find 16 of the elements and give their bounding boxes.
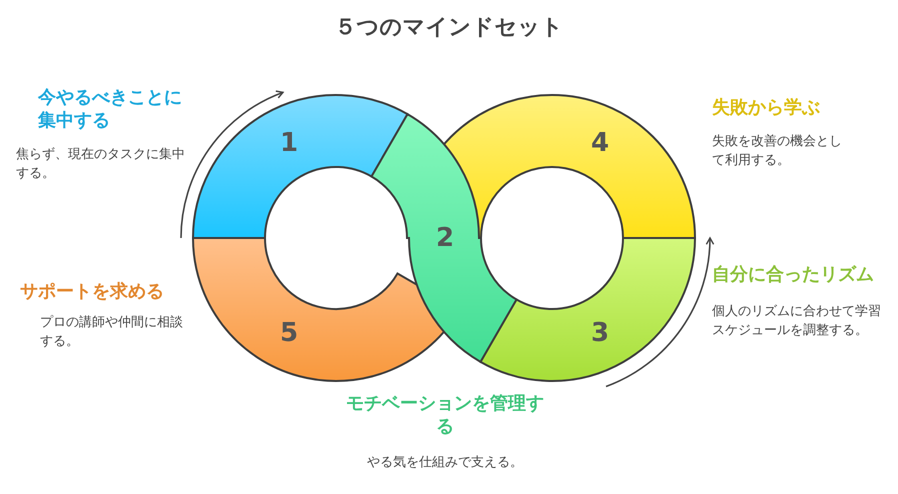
step-description: 失敗を改善の機会として利用する。 [712,133,843,170]
step-description: プロの講師や仲間に相談する。 [40,314,184,351]
step-heading: モチベーションを管理する [345,392,545,439]
step-description: 個人のリズムに合わせて学習スケジュールを調整する。 [712,303,882,340]
step-number: 1 [280,130,298,156]
step-number: 4 [590,130,610,156]
step-description: やる気を仕組みで支える。 [366,454,524,472]
step-description: 焦らず、現在のタスクに集中する。 [16,146,186,183]
step-number: 3 [590,320,610,346]
step-heading: 自分に合ったリズム [712,263,875,286]
step-number: 2 [436,225,454,251]
step-number: 5 [280,320,298,346]
step-heading: 今やるべきことに集中する [38,86,183,133]
step-heading: 失敗から学ぶ [712,96,821,120]
step-heading: サポートを求める [20,280,165,304]
title: ５つのマインドセット [334,14,564,42]
